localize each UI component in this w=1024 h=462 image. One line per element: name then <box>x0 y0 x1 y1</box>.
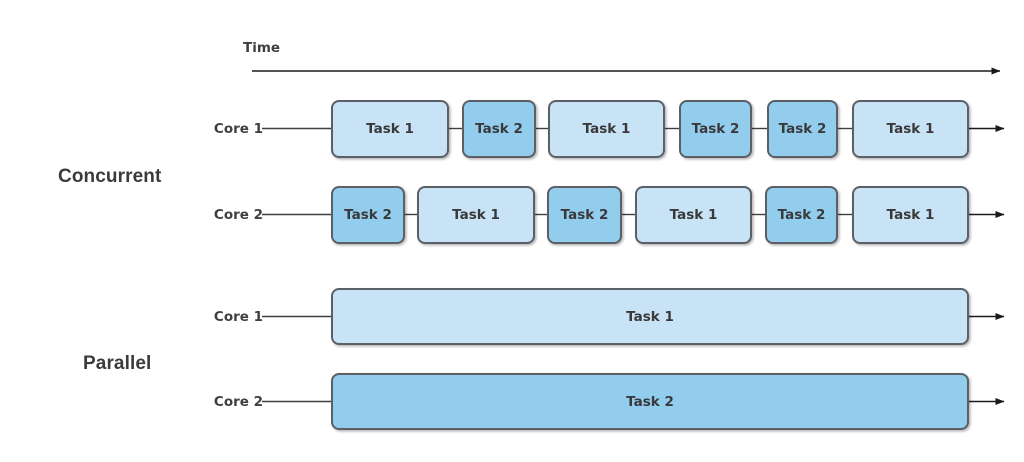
task-box[interactable]: Task 2 <box>462 100 536 158</box>
task-box[interactable]: Task 2 <box>547 186 622 244</box>
task-box[interactable]: Task 1 <box>852 186 969 244</box>
core-label-parallel-core1: Core 1 <box>213 309 263 325</box>
task-box[interactable]: Task 2 <box>767 100 838 158</box>
parallel-bar-core1[interactable]: Task 1 <box>331 288 969 345</box>
task-box[interactable]: Task 2 <box>679 100 752 158</box>
task-box[interactable]: Task 1 <box>852 100 969 158</box>
parallel-bar-core2[interactable]: Task 2 <box>331 373 969 430</box>
task-box[interactable]: Task 2 <box>765 186 838 244</box>
core-label-concurrent-core1: Core 1 <box>213 121 263 137</box>
task-box[interactable]: Task 1 <box>548 100 665 158</box>
section-label-concurrent: Concurrent <box>58 166 162 187</box>
task-box[interactable]: Task 2 <box>331 186 405 244</box>
section-label-parallel: Parallel <box>83 353 152 374</box>
task-box[interactable]: Task 1 <box>331 100 449 158</box>
task-box[interactable]: Task 1 <box>417 186 535 244</box>
task-box[interactable]: Task 1 <box>635 186 752 244</box>
core-label-concurrent-core2: Core 2 <box>213 207 263 223</box>
core-label-parallel-core2: Core 2 <box>213 394 263 410</box>
time-axis-label: Time <box>243 40 281 56</box>
